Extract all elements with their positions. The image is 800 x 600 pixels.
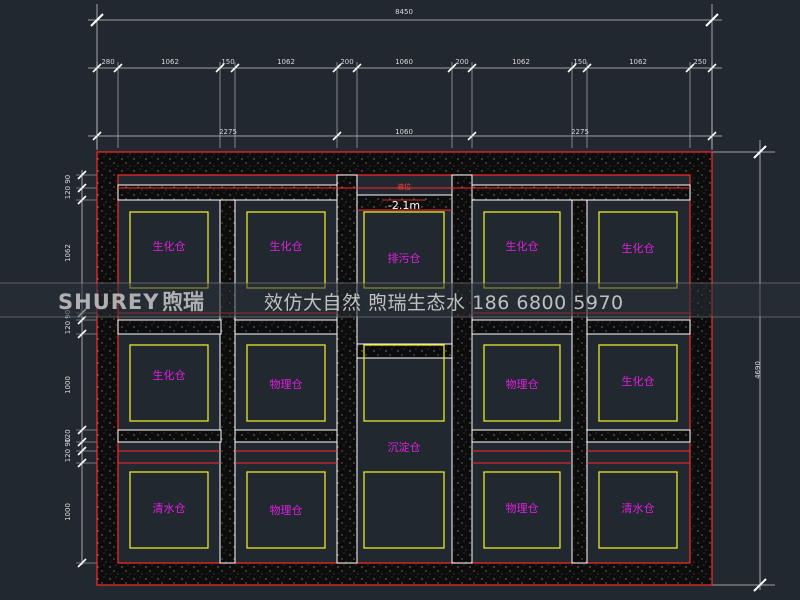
box-r2c3 [363, 344, 445, 422]
dim-top-9: 150 [573, 58, 586, 66]
outer-outline [96, 151, 713, 586]
wall-top-left [117, 184, 338, 201]
inner-outline [117, 174, 691, 564]
tank-label-r1c1: 生化仓 [153, 239, 186, 253]
tank-label-center: 沉淀仓 [388, 440, 421, 454]
dim-mid-1: 2275 [219, 128, 237, 136]
wall-row2-left [117, 429, 222, 443]
water-level-label: 液位 [397, 182, 411, 191]
watermark-brand-cn: 煦瑞 [162, 290, 204, 314]
watermark-brand: SHUREY [58, 290, 159, 314]
wall-row2-right [586, 429, 691, 443]
wall-top-right [471, 184, 691, 201]
tank-label-r1c3: 排污仓 [388, 251, 421, 265]
dim-mid-2: 1060 [395, 128, 413, 136]
dim-top-7: 200 [455, 58, 468, 66]
dim-top-2: 1062 [161, 58, 179, 66]
wall-row2-midright [471, 429, 573, 443]
dimension-lines [76, 4, 775, 592]
tank-labels: 生化仓 生化仓 排污仓 生化仓 生化仓 生化仓 物理仓 物理仓 生化仓 沉淀仓 … [153, 239, 655, 517]
wall-center-left [336, 174, 358, 564]
dim-top-8: 1062 [512, 58, 530, 66]
box-r3c5 [598, 471, 678, 549]
dim-left-3: 120 90 [64, 310, 72, 335]
wall-row1-midleft [234, 319, 338, 335]
wall-center-right [451, 174, 473, 564]
tank-label-r1c4: 生化仓 [506, 239, 539, 253]
dim-top-11: 250 [693, 58, 706, 66]
box-r3c1 [129, 471, 209, 549]
tank-label-r2c2: 物理仓 [270, 377, 303, 391]
tank-label-r2c5: 生化仓 [622, 374, 655, 388]
box-r3c3 [363, 471, 445, 549]
box-r2c2 [246, 344, 326, 422]
tank-label-r2c4: 物理仓 [506, 377, 539, 391]
wall-row1-right [586, 319, 691, 335]
watermark-slogan: 效仿大自然 煦瑞生态水 186 6800 5970 [264, 292, 624, 314]
dim-top-1: 280 [101, 58, 114, 66]
box-r2c4 [483, 344, 561, 422]
dim-right-height: 4690 [754, 361, 762, 379]
dim-top-5: 200 [340, 58, 353, 66]
water-level-annotation: 液位 -2.1m [382, 182, 426, 212]
tank-inner-boxes [129, 211, 678, 549]
wall-row1-midright [471, 319, 573, 335]
tank-label-r1c5: 生化仓 [622, 241, 655, 255]
water-level-value: -2.1m [388, 199, 420, 212]
tank-label-r1c2: 生化仓 [270, 239, 303, 253]
tank-label-r2c1: 生化仓 [153, 368, 186, 382]
dim-total-width: 8450 [395, 8, 413, 16]
tank-label-r3c2: 物理仓 [270, 503, 303, 517]
dim-left-4: 1000 [64, 376, 72, 394]
box-r3c4 [483, 471, 561, 549]
dim-top-10: 1062 [629, 58, 647, 66]
dim-left-5: 120 [64, 429, 72, 442]
dim-left-1: 120 90 [64, 175, 72, 200]
watermark-band: SHUREY 煦瑞 效仿大自然 煦瑞生态水 186 6800 5970 [0, 282, 800, 318]
dimension-texts: 8450 280 1062 150 1062 200 1060 200 1062… [64, 8, 762, 521]
tank-label-r3c4: 物理仓 [506, 501, 539, 515]
dim-top-3: 150 [221, 58, 234, 66]
dim-left-7: 1000 [64, 503, 72, 521]
dim-left-6: 120 90 [64, 438, 72, 463]
inner-pool-area [118, 175, 690, 563]
wall-row2-midleft [234, 429, 338, 443]
wall-left-divider [219, 184, 236, 564]
dim-left-2: 1062 [64, 244, 72, 262]
tank-structure [96, 151, 713, 586]
dim-mid-3: 2275 [571, 128, 589, 136]
wall-row1-left [117, 319, 222, 335]
dim-top-4: 1062 [277, 58, 295, 66]
box-r2c1 [129, 344, 209, 422]
wall-right-divider [571, 184, 588, 564]
box-r2c5 [598, 344, 678, 422]
tank-label-r3c5: 清水仓 [622, 501, 655, 515]
box-r3c2 [246, 471, 326, 549]
wall-center-mid [356, 343, 453, 359]
tank-label-r3c1: 清水仓 [153, 501, 186, 515]
dim-top-6: 1060 [395, 58, 413, 66]
